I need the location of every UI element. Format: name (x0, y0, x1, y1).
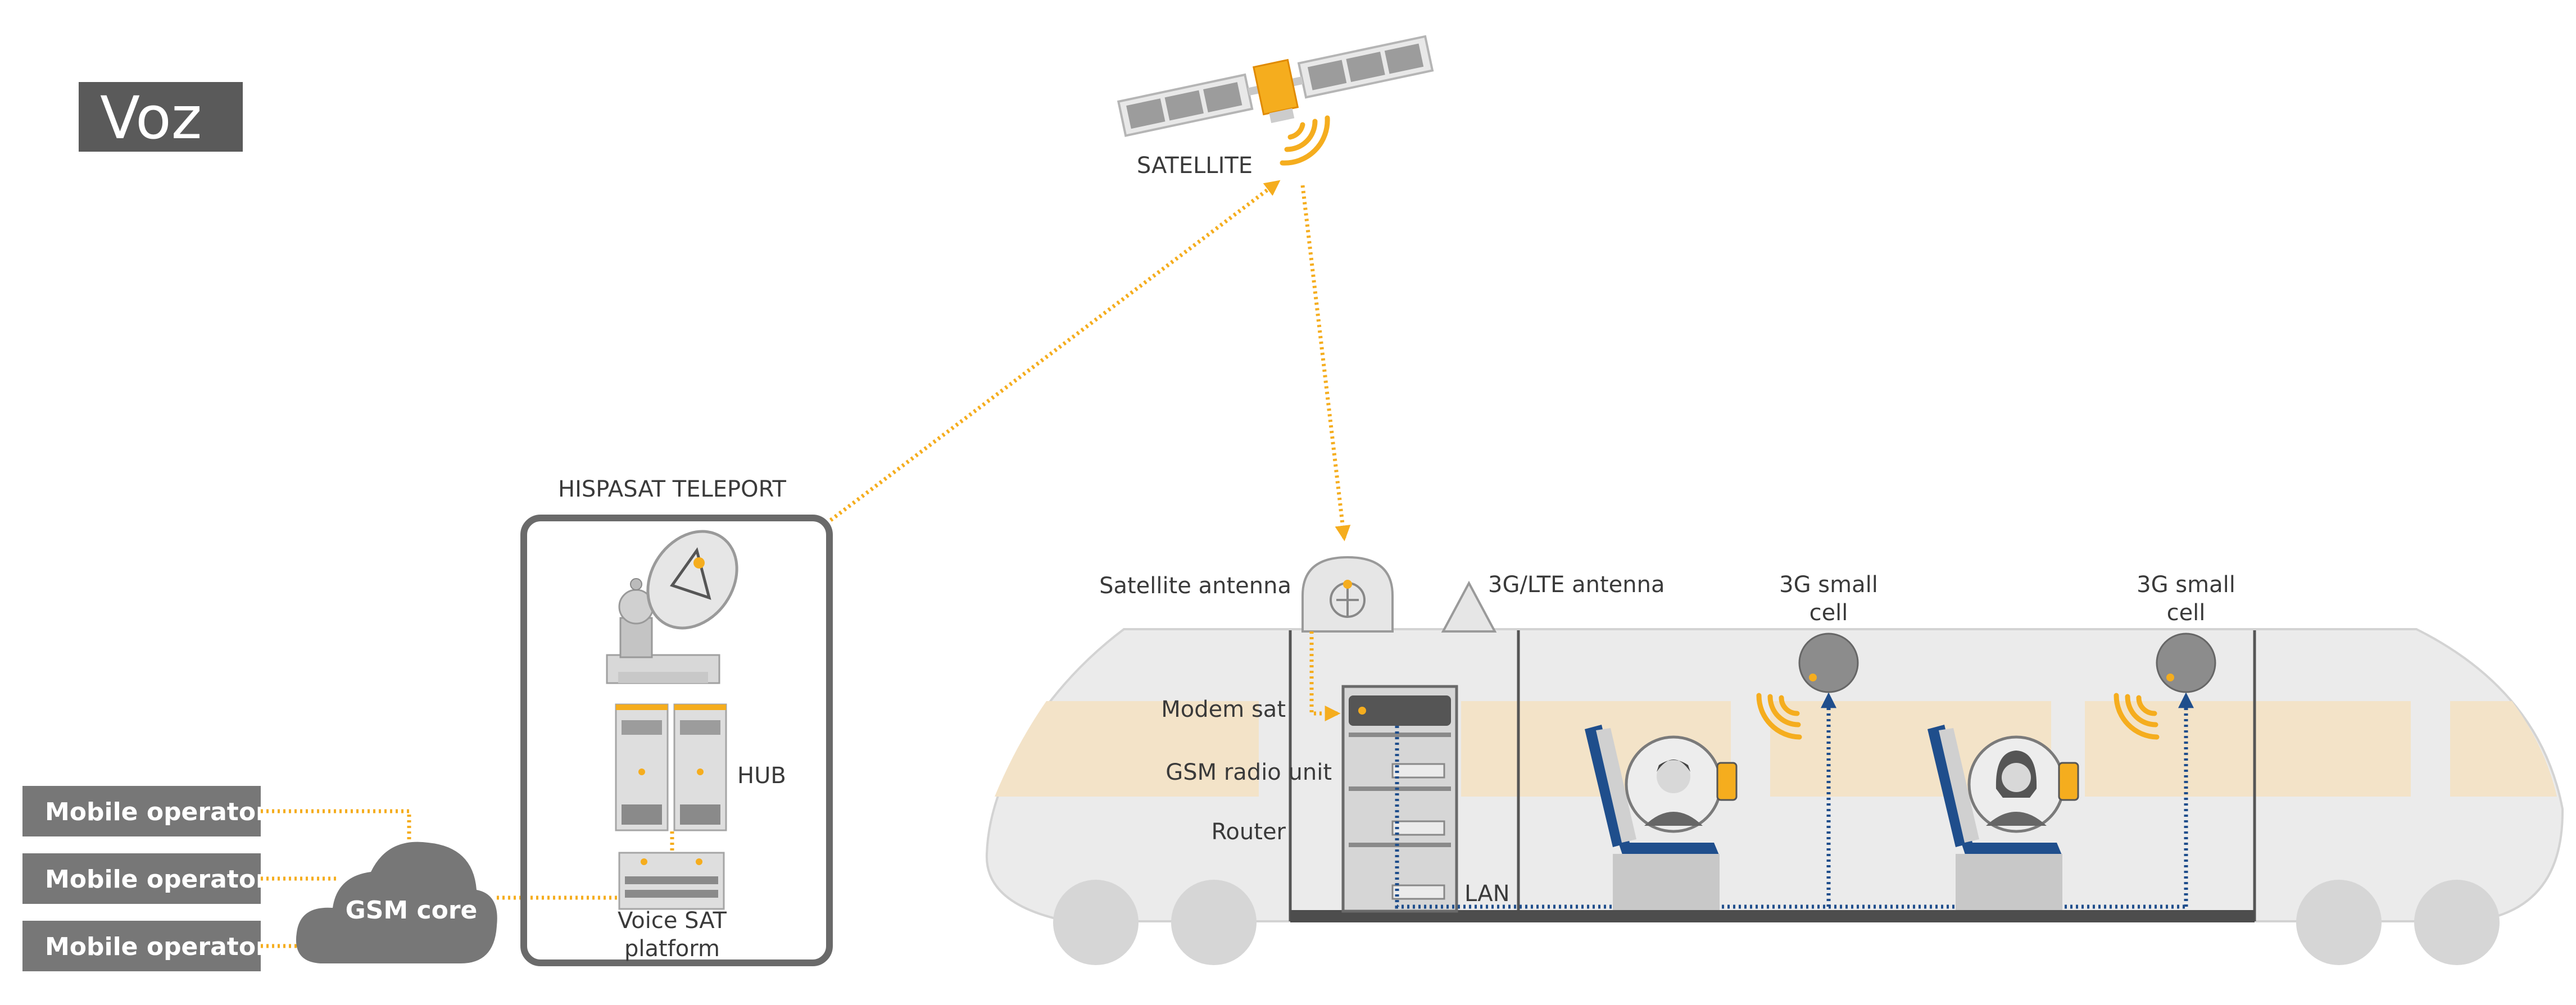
hub-servers-icon (615, 703, 727, 831)
operator-box-1: Mobile operator 1 (22, 786, 294, 836)
passenger-male-icon (1625, 735, 1738, 833)
satellite-label: SATELLITE (1137, 153, 1253, 179)
operator-box-2: Mobile operator 2 (22, 853, 294, 904)
router-label: Router (1211, 819, 1286, 845)
lan-label: LAN (1464, 881, 1510, 907)
lte-antenna-icon (1441, 580, 1497, 633)
small-cell-1-label-line1: 3G small (1779, 572, 1878, 598)
operator-label-1: Mobile operator 1 (45, 798, 294, 826)
small-cell-2-label-line1: 3G small (2137, 572, 2235, 598)
passenger-seat-1-icon (1585, 725, 1720, 910)
teleport-to-satellite-link (829, 180, 1281, 522)
platform-label-line1: Voice SAT (618, 908, 727, 934)
small-cell-1-label-line2: cell (1809, 600, 1848, 626)
operator-label-2: Mobile operator 2 (45, 865, 294, 894)
equipment-rack-icon (1341, 685, 1458, 913)
teleport-title: HISPASAT TELEPORT (558, 476, 786, 502)
small-cell-2-icon (2114, 633, 2216, 740)
hub-label: HUB (737, 763, 786, 789)
small-cell-1-icon (1756, 633, 1859, 740)
lte-antenna-label: 3G/LTE antenna (1488, 572, 1665, 598)
gsm-core-label: GSM core (346, 896, 478, 925)
platform-label-line2: platform (624, 936, 720, 962)
title-badge: Voz (79, 82, 243, 152)
lan-link (1395, 726, 2186, 909)
train-body (985, 628, 2564, 965)
small-cell-2-label-line2: cell (2167, 600, 2206, 626)
mobile-operators: Mobile operator 1 Mobile operator 2 Mobi… (22, 786, 294, 971)
satellite-to-train-link (1300, 185, 1351, 542)
passenger-seat-2-icon (1928, 725, 2062, 910)
teleport-dish-icon (606, 530, 738, 684)
satellite-antenna-label: Satellite antenna (1099, 573, 1291, 599)
operator-label-3: Mobile operator 3 (45, 933, 294, 961)
teleport-frame (520, 515, 833, 966)
operator-box-3: Mobile operator 3 (22, 921, 294, 971)
title-text: Voz (100, 84, 202, 152)
gsm-core-cloud: GSM core (296, 842, 497, 963)
voice-sat-platform-icon (618, 852, 725, 910)
train-satellite-antenna-icon (1301, 556, 1394, 633)
gsm-radio-unit-label: GSM radio unit (1165, 760, 1332, 785)
passenger-female-icon (1967, 735, 2079, 833)
modem-sat-label: Modem sat (1161, 697, 1286, 722)
satellite-icon (1117, 35, 1434, 166)
